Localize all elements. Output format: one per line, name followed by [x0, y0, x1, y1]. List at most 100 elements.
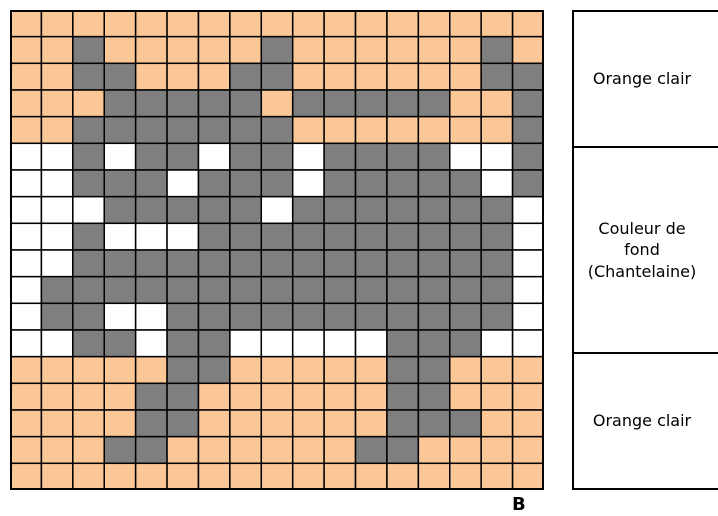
gray-cell — [323, 222, 357, 251]
gray-cell — [134, 435, 168, 465]
white-cell — [166, 222, 200, 251]
orange-cell — [40, 62, 74, 91]
orange-cell — [10, 382, 43, 411]
gray-cell — [229, 115, 263, 145]
gray-cell — [134, 195, 168, 225]
gray-cell — [103, 275, 137, 305]
white-cell — [40, 329, 74, 358]
gray-cell — [72, 329, 105, 358]
orange-cell — [260, 409, 294, 438]
gray-cell — [449, 302, 482, 331]
orange-cell — [229, 462, 263, 490]
gray-cell — [166, 249, 200, 278]
grid-border — [10, 10, 544, 490]
gray-cell — [166, 142, 200, 171]
white-cell — [511, 222, 544, 251]
gray-cell — [72, 62, 105, 91]
orange-cell — [291, 409, 325, 438]
gray-cell — [72, 142, 105, 171]
orange-cell — [10, 35, 43, 65]
white-cell — [323, 329, 357, 358]
orange-cell — [40, 382, 74, 411]
gray-cell — [229, 275, 263, 305]
gray-cell — [229, 222, 263, 251]
orange-cell — [480, 355, 514, 385]
orange-cell — [291, 62, 325, 91]
gray-cell — [511, 142, 544, 171]
orange-cell — [260, 462, 294, 490]
orange-cell — [417, 462, 451, 490]
orange-cell — [291, 35, 325, 65]
orange-cell — [291, 462, 325, 490]
orange-cell — [417, 62, 451, 91]
gray-cell — [354, 249, 388, 278]
orange-cell — [354, 355, 388, 385]
orange-cell — [197, 10, 231, 38]
orange-cell — [197, 435, 231, 465]
orange-cell — [103, 355, 137, 385]
gray-cell — [511, 115, 544, 145]
orange-cell — [40, 35, 74, 65]
orange-cell — [103, 462, 137, 490]
white-cell — [40, 142, 74, 171]
orange-cell — [40, 435, 74, 465]
orange-cell — [480, 409, 514, 438]
orange-cell — [197, 462, 231, 490]
gray-cell — [386, 169, 420, 198]
orange-cell — [291, 115, 325, 145]
gray-cell — [386, 355, 420, 385]
color-legend: Orange clair Couleur de fond (Chantelain… — [572, 10, 718, 490]
gray-cell — [260, 222, 294, 251]
white-cell — [511, 329, 544, 358]
gray-cell — [354, 169, 388, 198]
orange-cell — [480, 462, 514, 490]
gray-cell — [386, 249, 420, 278]
gray-cell — [134, 382, 168, 411]
gray-cell — [323, 195, 357, 225]
white-cell — [511, 249, 544, 278]
gray-cell — [449, 195, 482, 225]
gray-cell — [323, 142, 357, 171]
gray-cell — [480, 302, 514, 331]
orange-cell — [72, 355, 105, 385]
gray-cell — [291, 249, 325, 278]
orange-cell — [10, 62, 43, 91]
orange-cell — [511, 435, 544, 465]
orange-cell — [10, 115, 43, 145]
orange-cell — [386, 462, 420, 490]
orange-cell — [354, 382, 388, 411]
orange-cell — [323, 382, 357, 411]
orange-cell — [72, 435, 105, 465]
orange-cell — [480, 382, 514, 411]
gray-cell — [449, 275, 482, 305]
gray-cell — [134, 275, 168, 305]
gray-cell — [417, 89, 451, 118]
orange-cell — [291, 10, 325, 38]
orange-cell — [480, 10, 514, 38]
orange-cell — [386, 115, 420, 145]
gray-cell — [417, 169, 451, 198]
orange-cell — [354, 10, 388, 38]
orange-cell — [386, 10, 420, 38]
orange-cell — [166, 462, 200, 490]
chart-grid — [10, 10, 544, 490]
gray-cell — [103, 89, 137, 118]
gray-cell — [480, 249, 514, 278]
gray-cell — [197, 249, 231, 278]
gray-cell — [166, 355, 200, 385]
orange-cell — [229, 382, 263, 411]
orange-cell — [10, 355, 43, 385]
white-cell — [229, 329, 263, 358]
orange-cell — [72, 462, 105, 490]
white-cell — [291, 329, 325, 358]
orange-cell — [10, 409, 43, 438]
gray-cell — [291, 89, 325, 118]
gray-cell — [103, 329, 137, 358]
white-cell — [10, 329, 43, 358]
orange-cell — [166, 35, 200, 65]
white-cell — [10, 275, 43, 305]
gray-cell — [166, 115, 200, 145]
orange-cell — [40, 89, 74, 118]
gray-cell — [417, 222, 451, 251]
orange-cell — [291, 382, 325, 411]
